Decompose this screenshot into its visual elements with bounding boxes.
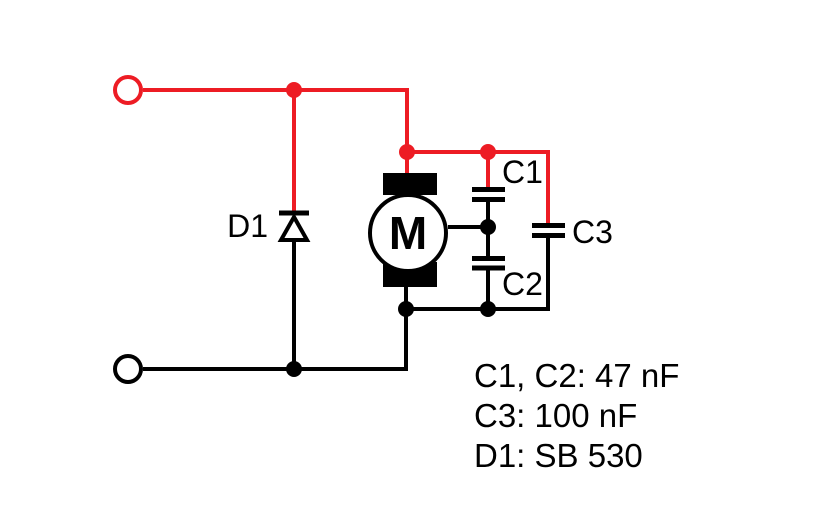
value-notes: C1, C2: 47 nF C3: 100 nF D1: SB 530 bbox=[474, 357, 679, 474]
note-line-2: C3: 100 nF bbox=[474, 397, 637, 434]
bottom-inner-wire bbox=[406, 235, 550, 311]
motor-m: M bbox=[368, 173, 448, 287]
junction-dot-c1-top bbox=[480, 144, 496, 160]
capacitor-c3: C3 bbox=[532, 214, 613, 250]
diode-triangle bbox=[277, 212, 311, 242]
junction-dot-motor-top bbox=[399, 144, 415, 160]
junction-dot-motor-bottom bbox=[398, 301, 414, 317]
cap-c3-label: C3 bbox=[572, 214, 613, 250]
negative-rail-wire bbox=[143, 309, 408, 371]
diode-d1: D1 bbox=[227, 208, 311, 244]
cap-c2-label: C2 bbox=[502, 266, 543, 302]
junction-dot-negative-rail-d1 bbox=[286, 361, 302, 377]
junction-dot-positive-rail-d1 bbox=[286, 82, 302, 98]
junction-dots bbox=[286, 82, 496, 377]
diode-label: D1 bbox=[227, 208, 268, 244]
motor-label: M bbox=[389, 207, 427, 259]
capacitor-c2: C2 bbox=[472, 256, 543, 302]
positive-terminal bbox=[113, 75, 143, 105]
junction-dot-motor-tap bbox=[480, 219, 496, 235]
negative-terminal bbox=[113, 354, 143, 384]
capacitor-c1: C1 bbox=[472, 154, 543, 202]
junction-dot-c2-bottom bbox=[480, 301, 496, 317]
note-line-1: C1, C2: 47 nF bbox=[474, 357, 679, 394]
motor-brush-top bbox=[383, 173, 437, 195]
cap-c1-label: C1 bbox=[502, 154, 543, 190]
motor-body bbox=[368, 193, 448, 273]
note-line-3: D1: SB 530 bbox=[474, 437, 643, 474]
